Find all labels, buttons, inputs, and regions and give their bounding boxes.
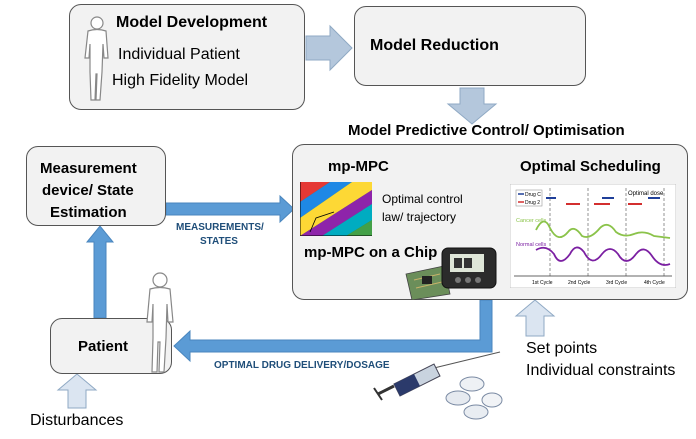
chip-device-illustration [405, 247, 497, 300]
drug-delivery-label: OPTIMAL DRUG DELIVERY/DOSAGE [214, 360, 390, 371]
cycle-label-2: 2nd Cycle [568, 280, 590, 286]
arrow-reduction-to-mpc [446, 87, 498, 125]
cancer-cells-label: Cancer cells [516, 218, 547, 224]
measurement-line2: device/ State [42, 182, 134, 199]
measurement-box [26, 146, 166, 226]
measurement-line3: Estimation [50, 204, 127, 221]
arrow-disturbances [56, 373, 98, 409]
arrow-dev-to-reduction [305, 24, 353, 72]
cycle-label-4: 4th Cycle [644, 280, 665, 286]
patient-label: Patient [78, 338, 129, 355]
cycle-label-3: 3rd Cycle [606, 280, 627, 286]
legend-drug1: Drug C [525, 192, 541, 198]
measurement-line1: Measurement [40, 160, 137, 177]
mp-mpc-title: mp-MPC [328, 158, 389, 175]
arrow-measurements [165, 194, 295, 224]
measurements-label-line1: MEASUREMENTS/ [176, 222, 264, 233]
optimal-scheduling-chart: Drug C Drug 2 Optimal dose Cancer cells … [510, 184, 676, 288]
model-reduction-title: Model Reduction [370, 37, 499, 54]
model-development-line2: High Fidelity Model [112, 72, 249, 89]
mp-mpc-partition-plot [300, 182, 372, 236]
optimal-control-line1: Optimal control [382, 192, 463, 206]
syringe-pills-illustration [373, 351, 503, 420]
normal-cells-label: Normal cells [516, 242, 547, 248]
optimal-scheduling-title: Optimal Scheduling [520, 158, 661, 175]
arrow-patient-to-measurement [85, 225, 115, 319]
mpc-header: Model Predictive Control/ Optimisation [348, 122, 625, 139]
arrow-set-points [514, 299, 556, 337]
model-reduction-box [354, 6, 586, 86]
model-development-title: Model Development [116, 14, 268, 31]
model-development-line1: Individual Patient [118, 46, 240, 63]
optimal-control-line2: law/ trajectory [382, 210, 457, 224]
cancer-cells-curve [535, 220, 671, 239]
syringe-icon [373, 351, 501, 401]
measurements-label-line2: STATES [200, 236, 238, 247]
legend-drug2: Drug 2 [525, 200, 540, 206]
set-points-line1: Set points [526, 340, 598, 357]
optimal-dose-label: Optimal dose [628, 191, 664, 197]
cycle-label-1: 1st Cycle [532, 280, 553, 286]
pills-icon [445, 376, 503, 420]
mp-mpc-chip-title: mp-MPC on a Chip [304, 244, 438, 261]
insulin-pump-icon [441, 247, 497, 289]
disturbances-label: Disturbances [30, 412, 124, 429]
normal-cells-curve [535, 246, 671, 266]
circuit-board-icon [405, 265, 451, 300]
set-points-line2: Individual constraints [526, 362, 676, 379]
arrow-drug-delivery [173, 299, 493, 363]
